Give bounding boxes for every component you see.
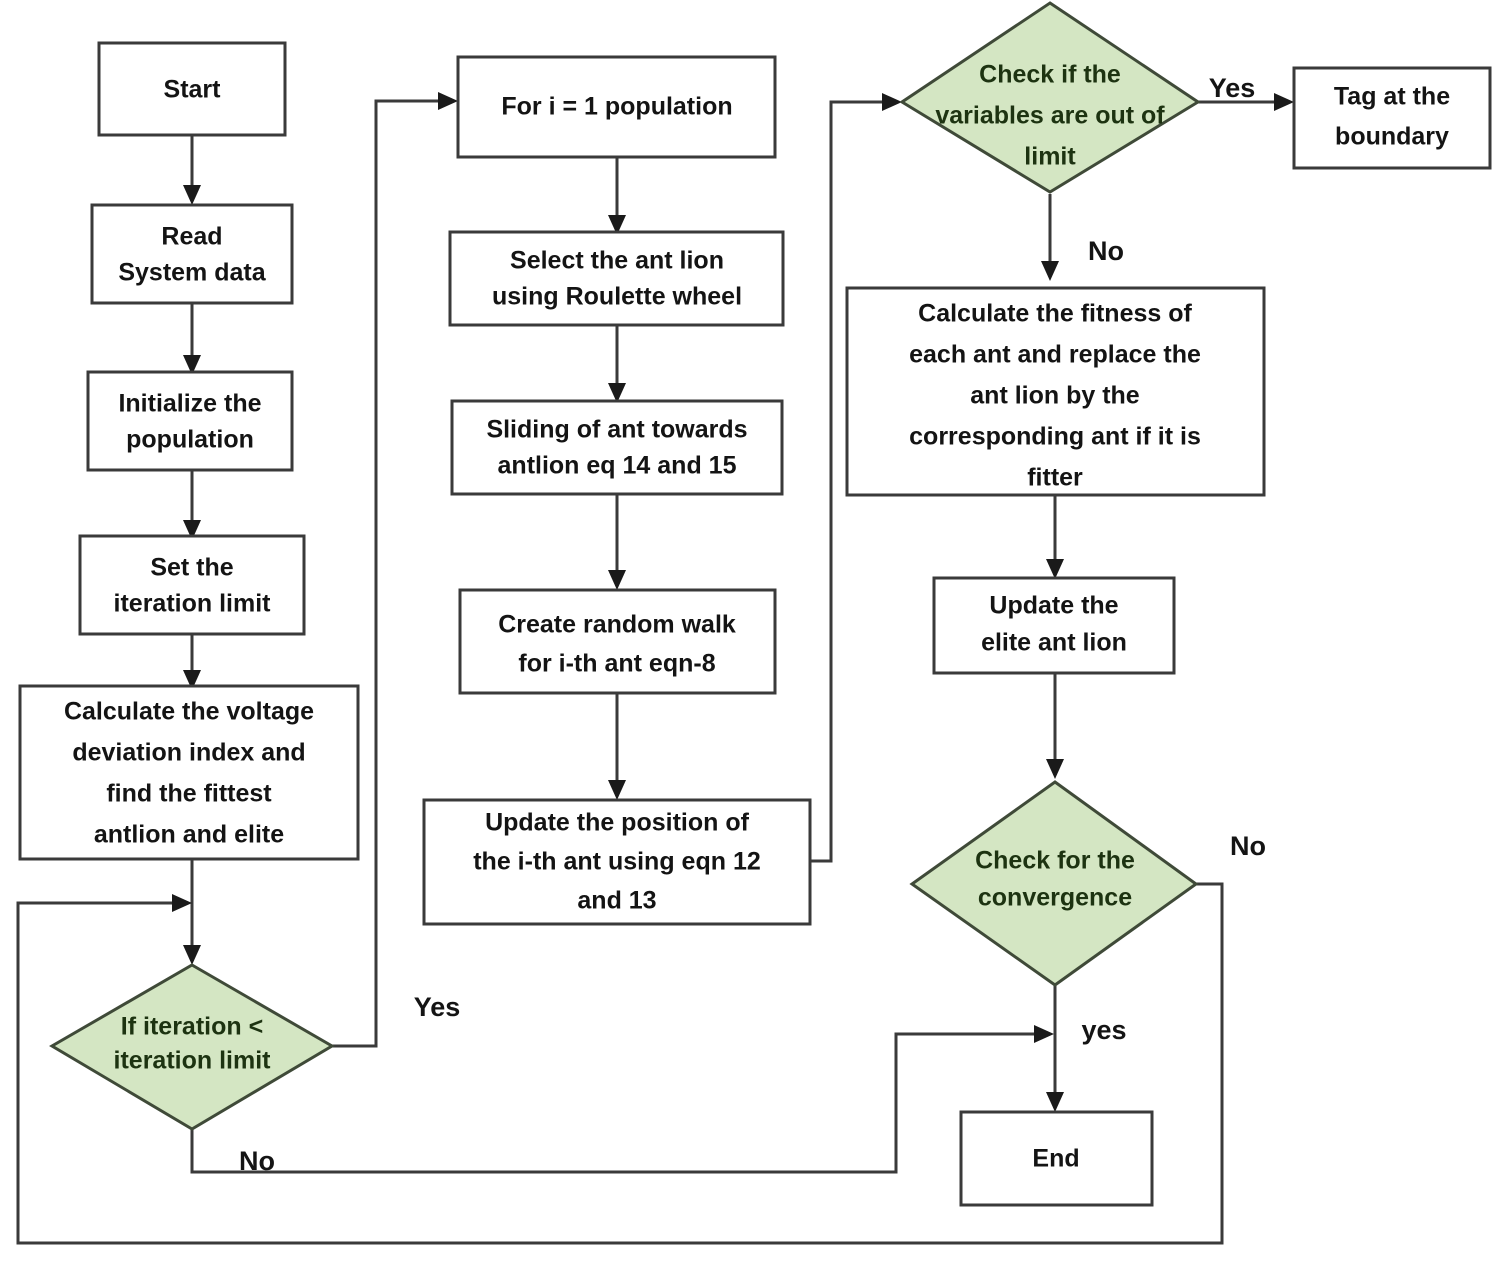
node-random-walk-line-0: Create random walk — [498, 611, 736, 639]
node-select-antlion-line-1: using Roulette wheel — [492, 283, 742, 311]
node-end-line-0: End — [1032, 1145, 1079, 1173]
edge-start-to-read-data — [183, 135, 201, 205]
edge-update-position-to-check-limits — [810, 93, 902, 863]
node-update-position-line-0: Update the position of — [485, 809, 750, 837]
node-tag-boundary-line-0: Tag at the — [1334, 83, 1450, 111]
edge-calc-vdi-to-if-iteration — [183, 859, 201, 965]
node-check-limits-line-2: limit — [1024, 143, 1076, 171]
edge-calc-fitness-to-update-elite — [1046, 495, 1064, 579]
node-calc-fitness-line-2: ant lion by the — [970, 382, 1140, 410]
node-sliding-line-1: antlion eq 14 and 15 — [498, 452, 737, 480]
edge-for-loop-to-select-antlion — [608, 157, 626, 235]
edge-if-iteration-no-to-end-path — [190, 1025, 1054, 1174]
edge-random-walk-to-update-position — [608, 693, 626, 800]
node-read-data[interactable]: Read System data — [90, 203, 294, 305]
node-check-limits-line-0: Check if the — [979, 61, 1121, 89]
edge-labels-layer: Yes No Yes No No yes — [239, 73, 1266, 1176]
edge-sliding-to-random-walk — [608, 494, 626, 590]
node-tag-boundary[interactable]: Tag at the boundary — [1292, 66, 1492, 170]
node-for-loop[interactable]: For i = 1 population — [456, 55, 777, 159]
node-update-elite-line-0: Update the — [989, 592, 1118, 620]
edge-label-iteration-no: No — [239, 1146, 275, 1176]
node-calc-vdi-line-1: deviation index and — [72, 739, 305, 767]
node-check-converge[interactable]: Check for the convergence — [909, 780, 1199, 987]
node-check-converge-line-0: Check for the — [975, 847, 1135, 875]
node-calc-fitness[interactable]: Calculate the fitness of each ant and re… — [845, 286, 1266, 497]
node-select-antlion[interactable]: Select the ant lion using Roulette wheel — [448, 230, 785, 327]
edge-update-elite-to-check-converge — [1046, 673, 1064, 779]
edge-label-converge-no: No — [1230, 831, 1266, 861]
edge-converge-no-to-if-iteration — [16, 882, 1224, 1245]
node-calc-fitness-line-4: fitter — [1027, 464, 1083, 492]
node-update-position-line-2: and 13 — [577, 887, 656, 915]
edge-check-converge-yes-to-end — [1046, 985, 1064, 1112]
node-calc-vdi-line-2: find the fittest — [106, 780, 272, 808]
edge-label-limits-no: No — [1088, 236, 1124, 266]
node-set-iter-limit-line-0: Set the — [150, 554, 233, 582]
node-check-limits-line-1: variables are out of — [935, 102, 1165, 130]
node-read-data-line-0: Read — [161, 223, 222, 251]
node-set-iter-limit-line-1: iteration limit — [114, 590, 272, 618]
node-end[interactable]: End — [959, 1110, 1154, 1207]
edge-label-iteration-yes: Yes — [414, 992, 461, 1022]
node-random-walk[interactable]: Create random walk for i-th ant eqn-8 — [458, 588, 777, 695]
node-init-population[interactable]: Initialize the population — [86, 370, 294, 472]
node-check-limits[interactable]: Check if the variables are out of limit — [899, 1, 1201, 194]
node-init-population-line-1: population — [126, 426, 254, 454]
node-start[interactable]: Start — [97, 41, 287, 137]
node-if-iteration-line-1: iteration limit — [114, 1047, 272, 1075]
node-for-loop-line-0: For i = 1 population — [501, 93, 732, 121]
edge-if-iteration-yes-to-for-loop — [330, 92, 458, 1048]
node-select-antlion-line-0: Select the ant lion — [510, 247, 724, 275]
edge-check-limits-no-to-calc-fitness — [1041, 194, 1059, 281]
node-set-iter-limit[interactable]: Set the iteration limit — [78, 534, 306, 636]
node-update-position-line-1: the i-th ant using eqn 12 — [473, 848, 761, 876]
node-start-line-0: Start — [164, 76, 222, 104]
edge-set-iter-limit-to-calc-vdi — [183, 634, 201, 690]
edge-label-limits-yes: Yes — [1209, 73, 1256, 103]
node-calc-fitness-line-1: each ant and replace the — [909, 341, 1201, 369]
node-if-iteration[interactable]: If iteration < iteration limit — [49, 963, 335, 1131]
node-tag-boundary-line-1: boundary — [1335, 123, 1449, 151]
edge-select-antlion-to-sliding — [608, 325, 626, 403]
node-read-data-line-1: System data — [118, 259, 266, 287]
node-calc-fitness-line-0: Calculate the fitness of — [918, 300, 1192, 328]
edge-read-data-to-init-population — [183, 303, 201, 375]
node-update-position[interactable]: Update the position of the i-th ant usin… — [422, 798, 812, 926]
node-init-population-line-0: Initialize the — [118, 390, 261, 418]
node-update-elite-line-1: elite ant lion — [981, 629, 1127, 657]
node-update-elite[interactable]: Update the elite ant lion — [932, 576, 1176, 675]
edge-init-population-to-set-iter-limit — [183, 470, 201, 540]
node-calc-vdi-line-0: Calculate the voltage — [64, 698, 314, 726]
node-if-iteration-line-0: If iteration < — [121, 1013, 263, 1041]
edge-label-converge-yes: yes — [1081, 1015, 1126, 1045]
edges-layer — [16, 92, 1294, 1245]
node-calc-vdi[interactable]: Calculate the voltage deviation index an… — [18, 684, 360, 861]
node-sliding[interactable]: Sliding of ant towards antlion eq 14 and… — [450, 399, 784, 496]
node-calc-fitness-line-3: corresponding ant if it is — [909, 423, 1201, 451]
node-random-walk-line-1: for i-th ant eqn-8 — [518, 650, 715, 678]
edge-check-limits-yes-to-tag-boundary — [1198, 93, 1294, 111]
node-calc-vdi-line-3: antlion and elite — [94, 821, 284, 849]
node-check-converge-line-1: convergence — [978, 884, 1132, 912]
node-sliding-line-0: Sliding of ant towards — [486, 416, 747, 444]
